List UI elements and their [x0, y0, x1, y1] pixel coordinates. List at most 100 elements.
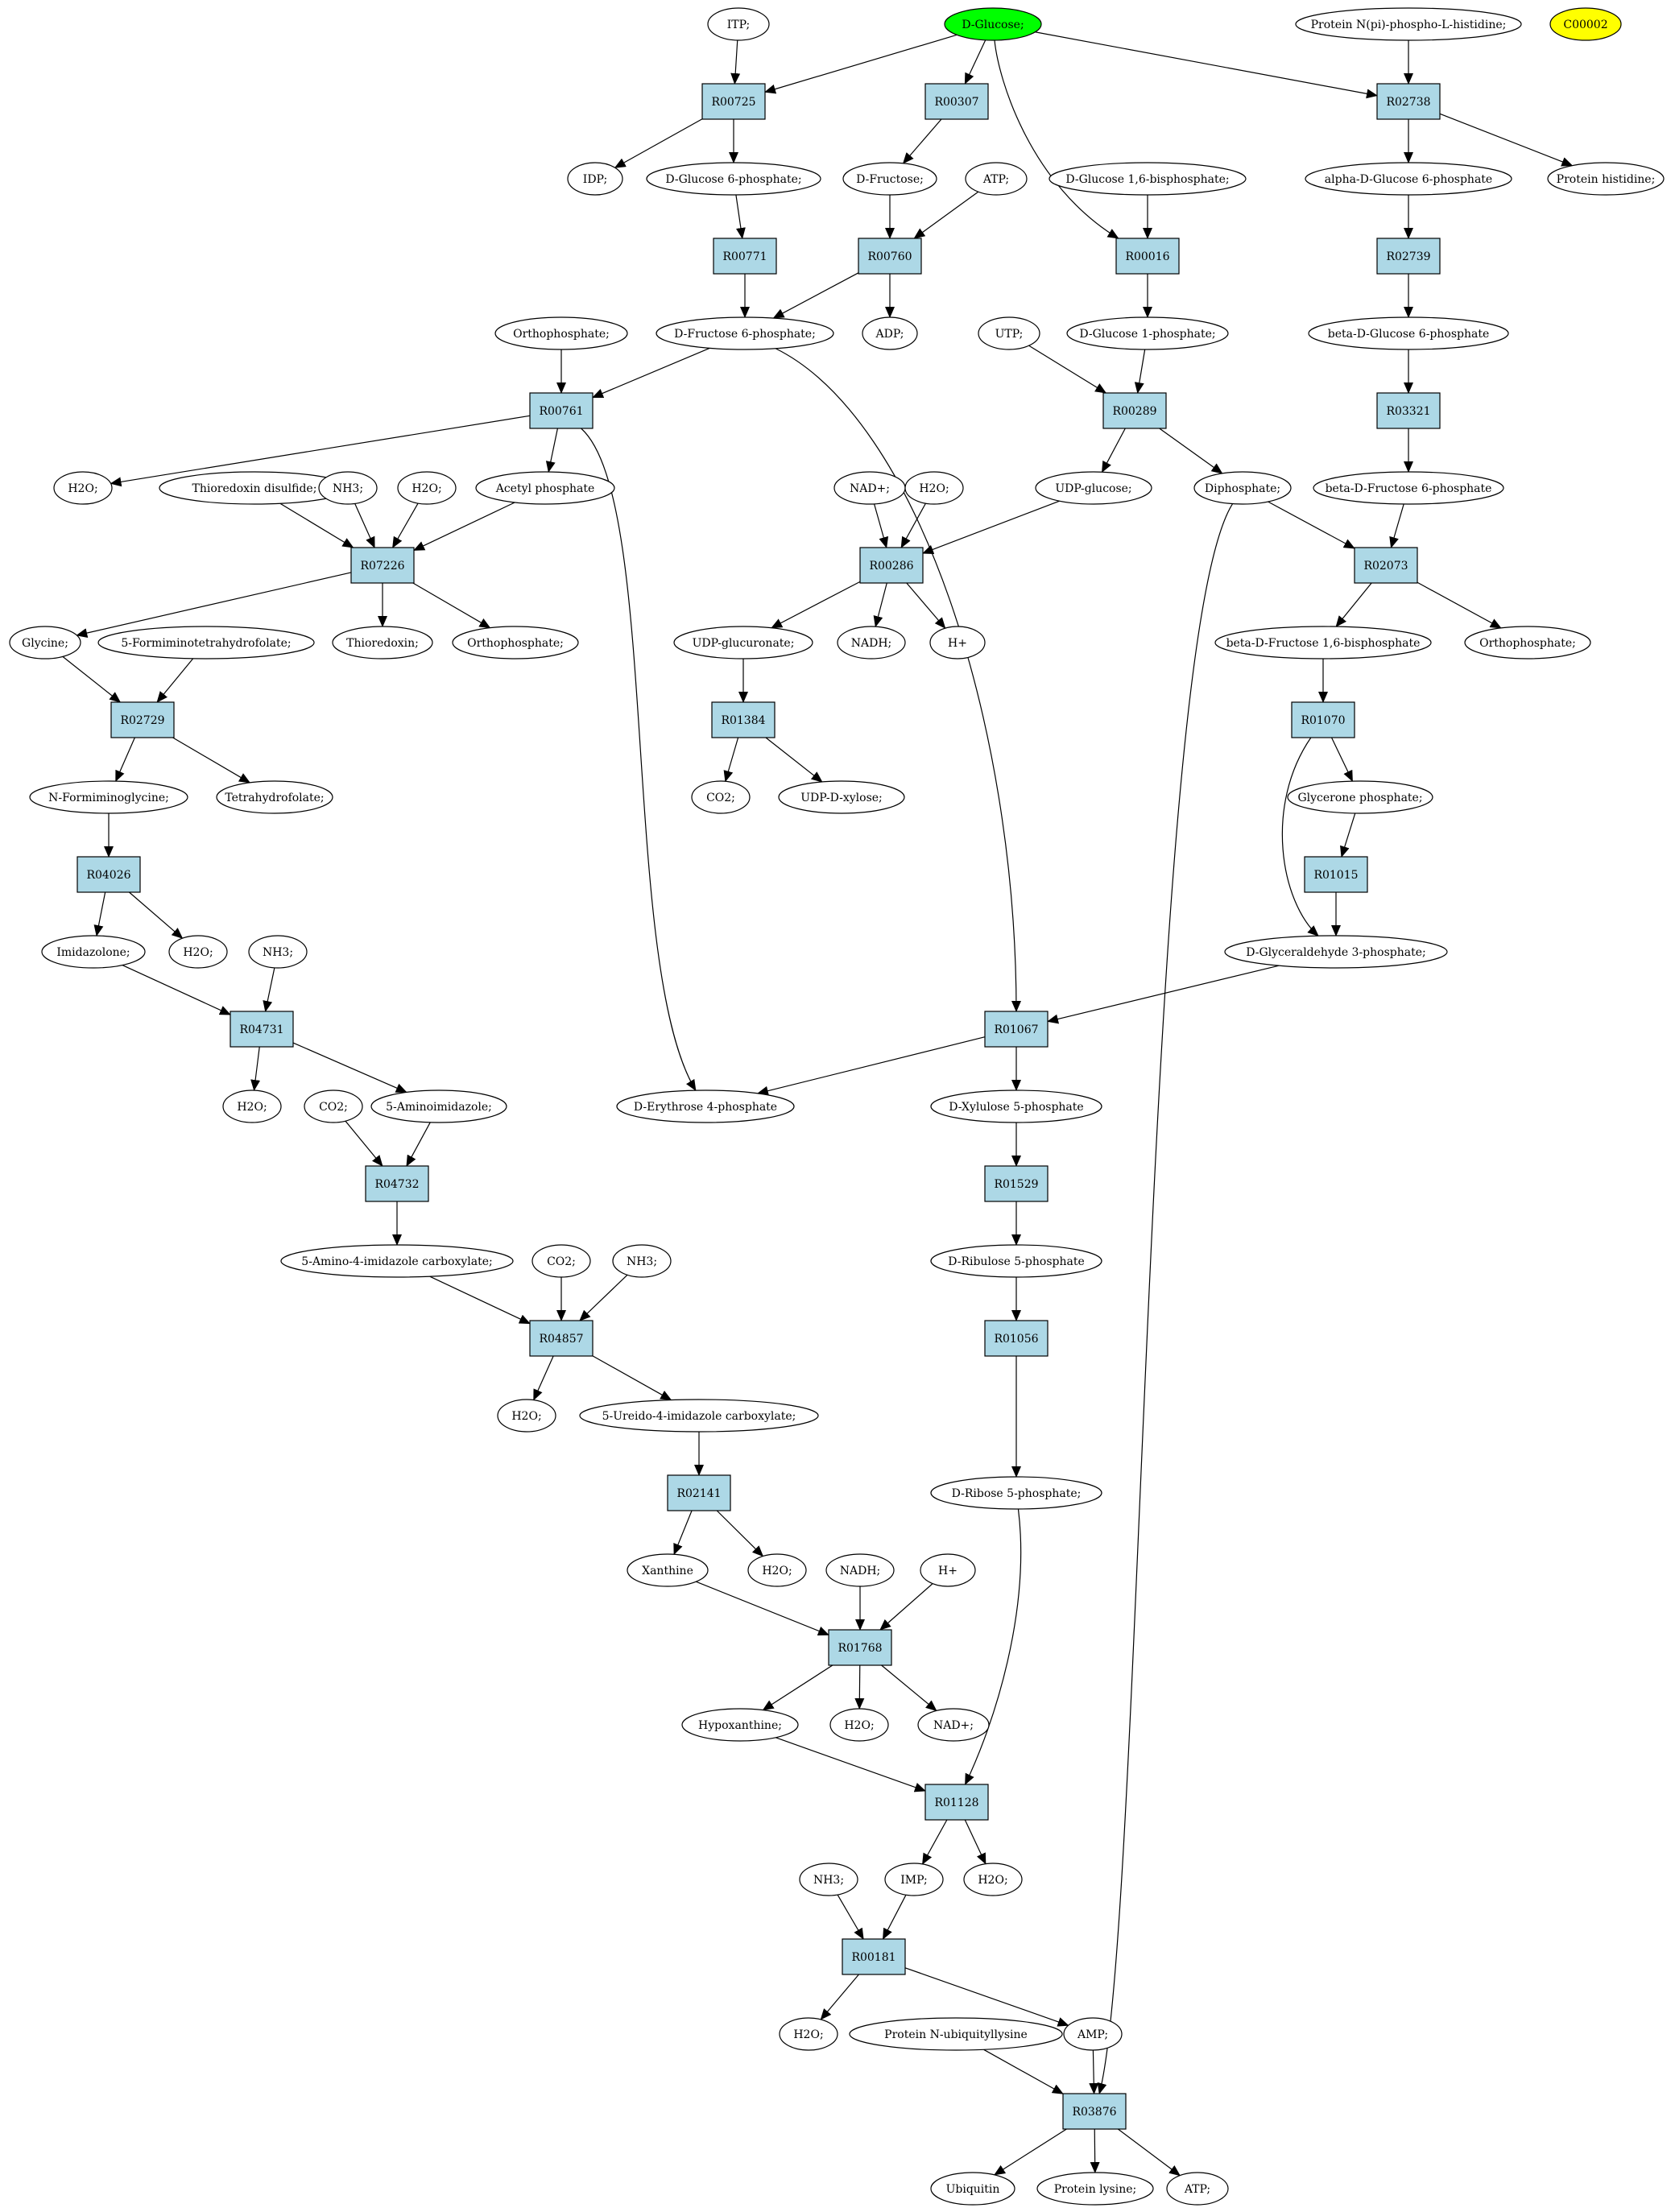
compound-node-ortho1[interactable]: Orthophosphate;: [494, 316, 628, 350]
compound-node-dr5p[interactable]: D-Ribose 5-phosphate;: [930, 1476, 1102, 1510]
compound-node-co23[interactable]: CO2;: [531, 1244, 591, 1278]
reaction-node-r00725[interactable]: R00725: [701, 83, 766, 120]
reaction-node-r00289[interactable]: R00289: [1102, 392, 1167, 429]
compound-node-dga3p[interactable]: D-Glyceraldehyde 3-phosphate;: [1224, 935, 1448, 969]
compound-node-utp[interactable]: UTP;: [978, 316, 1040, 350]
compound-node-nh32[interactable]: NH3;: [248, 935, 308, 969]
compound-node-itp[interactable]: ITP;: [707, 7, 770, 41]
reaction-node-r00761[interactable]: R00761: [529, 392, 594, 429]
reaction-node-r02141[interactable]: R02141: [667, 1474, 731, 1511]
compound-node-thiodis[interactable]: Thioredoxin disulfide;: [159, 471, 350, 505]
compound-node-atp1[interactable]: ATP;: [965, 162, 1028, 196]
reaction-node-r01128[interactable]: R01128: [924, 1784, 989, 1821]
compound-node-udpglcur[interactable]: UDP-glucuronate;: [673, 626, 813, 659]
compound-node-ortho2[interactable]: Orthophosphate;: [452, 626, 579, 659]
compound-node-acetylp[interactable]: Acetyl phosphate: [475, 471, 615, 505]
compound-node-dfructose[interactable]: D-Fructose;: [842, 162, 937, 196]
compound-node-h2o6[interactable]: H2O;: [497, 1399, 556, 1433]
compound-node-prohis[interactable]: Protein histidine;: [1547, 162, 1665, 196]
compound-node-udpxyl[interactable]: UDP-D-xylose;: [778, 780, 905, 814]
compound-node-adg6p[interactable]: alpha-D-Glucose 6-phosphate: [1305, 162, 1512, 196]
reaction-node-r00307[interactable]: R00307: [924, 83, 989, 120]
reaction-node-r02738[interactable]: R02738: [1376, 83, 1441, 120]
compound-node-xanthine[interactable]: Xanthine: [627, 1553, 709, 1587]
compound-node-dglucose[interactable]: D-Glucose;: [944, 7, 1042, 41]
compound-node-nad1[interactable]: NAD+;: [833, 471, 906, 505]
compound-node-co22[interactable]: CO2;: [304, 1089, 363, 1123]
reaction-node-r02739[interactable]: R02739: [1376, 238, 1441, 275]
compound-node-ubiquitin[interactable]: Ubiquitin: [930, 2172, 1015, 2206]
reaction-node-r02729[interactable]: R02729: [110, 701, 175, 738]
compound-node-nadh2[interactable]: NADH;: [825, 1553, 895, 1587]
compound-node-imidaz[interactable]: Imidazolone;: [41, 935, 146, 969]
compound-node-dg6p[interactable]: D-Glucose 6-phosphate;: [646, 162, 821, 196]
compound-node-dg1p[interactable]: D-Glucose 1-phosphate;: [1066, 316, 1229, 350]
reaction-node-r04731[interactable]: R04731: [230, 1011, 294, 1048]
compound-node-prolys[interactable]: Protein lysine;: [1036, 2172, 1154, 2206]
compound-node-dru5p[interactable]: D-Ribulose 5-phosphate: [930, 1244, 1102, 1278]
compound-node-nad2[interactable]: NAD+;: [917, 1708, 990, 1742]
compound-node-h2o9[interactable]: H2O;: [963, 1863, 1023, 1896]
reaction-node-r01768[interactable]: R01768: [828, 1629, 892, 1666]
reaction-node-r03876[interactable]: R03876: [1062, 2093, 1127, 2130]
compound-node-adp[interactable]: ADP;: [862, 316, 918, 350]
compound-node-dg16bp[interactable]: D-Glucose 1,6-bisphosphate;: [1049, 162, 1247, 196]
compound-node-udpglc[interactable]: UDP-glucose;: [1035, 471, 1152, 505]
reaction-node-r01015[interactable]: R01015: [1304, 856, 1368, 893]
compound-node-nh31[interactable]: NH3;: [318, 471, 378, 505]
reaction-node-r00760[interactable]: R00760: [858, 238, 922, 275]
compound-node-fthf[interactable]: 5-Formiminotetrahydrofolate;: [97, 626, 315, 659]
compound-node-nformgly[interactable]: N-Formiminoglycine;: [29, 780, 188, 814]
compound-node-h2o5[interactable]: H2O;: [222, 1089, 282, 1123]
reaction-node-r04857[interactable]: R04857: [529, 1320, 594, 1357]
compound-node-h2o7[interactable]: H2O;: [747, 1553, 807, 1587]
compound-node-thiored[interactable]: Thioredoxin;: [332, 626, 433, 659]
reaction-node-r01384[interactable]: R01384: [711, 701, 776, 738]
compound-node-h2o3[interactable]: H2O;: [904, 471, 964, 505]
reaction-node-r04732[interactable]: R04732: [365, 1165, 429, 1202]
reaction-node-r00181[interactable]: R00181: [842, 1938, 906, 1975]
compound-node-pnubq[interactable]: Protein N-ubiquityllysine: [849, 2017, 1063, 2051]
reaction-node-r07226[interactable]: R07226: [350, 547, 415, 584]
reaction-node-r03321[interactable]: R03321: [1376, 392, 1441, 429]
reaction-node-r01070[interactable]: R01070: [1291, 701, 1355, 738]
compound-node-atp2[interactable]: ATP;: [1166, 2172, 1229, 2206]
compound-node-uicarb[interactable]: 5-Ureido-4-imidazole carboxylate;: [579, 1399, 819, 1433]
compound-node-imp[interactable]: IMP;: [884, 1863, 944, 1896]
compound-node-co21[interactable]: CO2;: [691, 780, 751, 814]
compound-node-hypox[interactable]: Hypoxanthine;: [681, 1708, 799, 1742]
compound-node-h2o1[interactable]: H2O;: [53, 471, 113, 505]
reaction-node-r01529[interactable]: R01529: [984, 1165, 1049, 1202]
compound-node-aminoimid[interactable]: 5-Aminoimidazole;: [370, 1089, 507, 1123]
reaction-node-r04026[interactable]: R04026: [77, 856, 141, 893]
compound-node-bdf16bp[interactable]: beta-D-Fructose 1,6-bisphosphate: [1214, 626, 1432, 659]
compound-node-h2o2[interactable]: H2O;: [397, 471, 457, 505]
reaction-node-r00016[interactable]: R00016: [1115, 238, 1180, 275]
compound-node-ortho3[interactable]: Orthophosphate;: [1464, 626, 1591, 659]
compound-node-h2o8[interactable]: H2O;: [829, 1708, 889, 1742]
compound-node-de4p[interactable]: D-Erythrose 4-phosphate: [616, 1089, 795, 1123]
reaction-node-r01067[interactable]: R01067: [984, 1011, 1049, 1048]
compound-node-nh33[interactable]: NH3;: [612, 1244, 672, 1278]
compound-node-glycine[interactable]: Glycine;: [9, 626, 81, 659]
compound-node-c00002[interactable]: C00002: [1549, 7, 1622, 41]
compound-node-bdg6p[interactable]: beta-D-Glucose 6-phosphate: [1308, 316, 1509, 350]
reaction-node-r00286[interactable]: R00286: [859, 547, 924, 584]
compound-node-df6p[interactable]: D-Fructose 6-phosphate;: [656, 316, 834, 350]
compound-node-hplus1[interactable]: H+: [929, 626, 986, 659]
reaction-node-r02073[interactable]: R02073: [1354, 547, 1418, 584]
compound-node-dx5p[interactable]: D-Xylulose 5-phosphate: [930, 1089, 1102, 1123]
compound-node-glycp[interactable]: Glycerone phosphate;: [1287, 780, 1433, 814]
compound-node-idp[interactable]: IDP;: [567, 162, 623, 196]
reaction-node-r00771[interactable]: R00771: [713, 238, 777, 275]
compound-node-h2o4[interactable]: H2O;: [168, 935, 228, 969]
compound-node-amp[interactable]: AMP;: [1063, 2017, 1123, 2051]
compound-node-h2o10[interactable]: H2O;: [779, 2017, 838, 2051]
compound-node-nadh1[interactable]: NADH;: [837, 626, 906, 659]
compound-node-nh34[interactable]: NH3;: [799, 1863, 858, 1896]
compound-node-hplus2[interactable]: H+: [920, 1553, 976, 1587]
compound-node-pnpi[interactable]: Protein N(pi)-phospho-L-histidine;: [1295, 7, 1522, 41]
compound-node-thf[interactable]: Tetrahydrofolate;: [216, 780, 333, 814]
reaction-node-r01056[interactable]: R01056: [984, 1320, 1049, 1357]
compound-node-diphos[interactable]: Diphosphate;: [1193, 471, 1292, 505]
